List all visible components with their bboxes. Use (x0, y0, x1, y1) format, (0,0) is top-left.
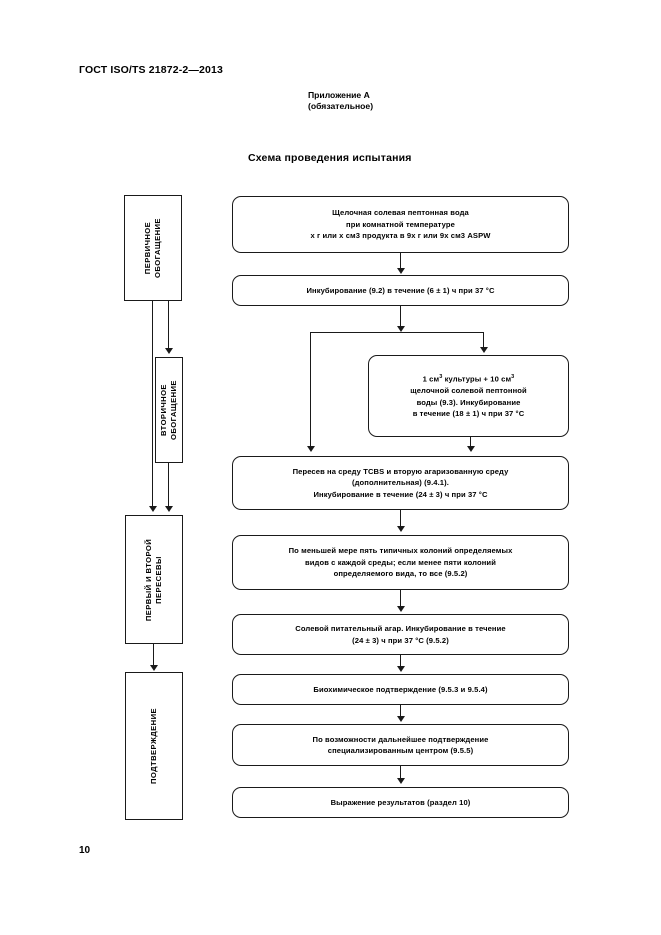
flow-connector-bus-left (310, 332, 312, 447)
node-aspw-line-2: при комнатной температуре (346, 219, 455, 229)
node-saline-nutrient-agar-text: Солевой питательный агар. Инкубирование … (295, 623, 505, 646)
flow-arrowhead-bus-right (480, 347, 488, 353)
flow-arrowhead-bus-left (307, 446, 315, 452)
flow-arrowhead-tcbs-colony (397, 526, 405, 532)
node-biochemical-confirmation: Биохимическое подтверждение (9.5.3 и 9.5… (232, 674, 569, 705)
node-incubation-6h: Инкубирование (9.2) в течение (6 ± 1) ч … (232, 275, 569, 306)
flow-connector-center-results (400, 766, 402, 779)
stage-arrowhead-1 (165, 348, 173, 354)
flow-arrowhead-aspw-incubation (397, 268, 405, 274)
flow-arrowhead-biochemical-center (397, 716, 405, 722)
annex-title: Приложение А (308, 90, 370, 100)
node-colony-selection-text: По меньшей мере пять типичных колоний оп… (289, 545, 513, 579)
stage-arrowhead-2 (149, 506, 157, 512)
flow-arrowhead-culture-tcbs (467, 446, 475, 452)
node-biochemical-confirmation-text: Биохимическое подтверждение (9.5.3 и 9.5… (313, 684, 487, 695)
stage-label-confirmation: ПОДТВЕРЖДЕНИЕ (149, 707, 158, 785)
flow-arrowhead-agar-biochemical (397, 666, 405, 672)
stage-arrowhead-4 (150, 665, 158, 671)
node-specialized-center-text: По возможности дальнейшее подтверждение … (313, 734, 489, 757)
node-culture-transfer-line-3: воды (9.3). Инкубирование (416, 397, 521, 407)
stage-connector-2 (152, 301, 154, 507)
node-colony-selection: По меньшей мере пять типичных колоний оп… (232, 535, 569, 590)
node-saline-nutrient-agar: Солевой питательный агар. Инкубирование … (232, 614, 569, 655)
node-saline-nutrient-agar-line-1: Солевой питательный агар. Инкубирование … (295, 624, 506, 634)
flow-arrowhead-incubation-bus (397, 326, 405, 332)
page-title: Схема проведения испытания (248, 152, 412, 164)
standard-code: ГОСТ ISO/TS 21872-2—2013 (79, 64, 223, 76)
node-incubation-6h-line-1: Инкубирование (9.2) в течение (6 ± 1) ч … (306, 285, 495, 295)
node-culture-transfer-line-4: в течение (18 ± 1) ч при 37 °C (412, 409, 525, 419)
stage-arrowhead-3 (165, 506, 173, 512)
node-tcbs-plating-line-3: Инкубирование в течение (24 ± 3) ч при 3… (313, 489, 488, 499)
node-culture-transfer: 1 см3 культуры + 10 см3 щелочной солевой… (368, 355, 569, 437)
stage-connector-4 (153, 644, 155, 666)
node-results: Выражение результатов (раздел 10) (232, 787, 569, 818)
flow-connector-incubation-bus (400, 306, 402, 328)
flow-arrowhead-center-results (397, 778, 405, 784)
node-tcbs-plating-text: Пересев на среду TCBS и вторую агаризова… (293, 466, 509, 500)
flow-arrowhead-colony-agar (397, 606, 405, 612)
flow-connector-agar-biochemical (400, 655, 402, 667)
node-aspw: Щелочная солевая пептонная вода при комн… (232, 196, 569, 253)
node-saline-nutrient-agar-line-2: (24 ± 3) ч при 37 °C (9.5.2) (352, 635, 449, 645)
stage-confirmation: ПОДТВЕРЖДЕНИЕ (125, 672, 183, 820)
annex-subtitle: (обязательное) (308, 101, 374, 111)
node-tcbs-plating-line-1: Пересев на среду TCBS и вторую агаризова… (292, 466, 509, 476)
node-aspw-text: Щелочная солевая пептонная вода при комн… (310, 207, 490, 241)
node-aspw-line-1: Щелочная солевая пептонная вода (332, 208, 469, 218)
node-culture-transfer-line-1: 1 см3 культуры + 10 см3 (422, 374, 515, 384)
node-specialized-center-line-1: По возможности дальнейшее подтверждение (312, 734, 489, 744)
node-specialized-center-line-2: специализированным центром (9.5.5) (327, 746, 474, 755)
node-colony-selection-line-1: По меньшей мере пять типичных колоний оп… (288, 546, 513, 556)
node-incubation-6h-text: Инкубирование (9.2) в течение (6 ± 1) ч … (306, 285, 494, 296)
node-culture-transfer-line-2: щелочной солевой пептонной (410, 386, 527, 396)
flow-connector-colony-agar (400, 590, 402, 607)
page-number: 10 (79, 845, 91, 856)
flow-split-bus (310, 332, 484, 334)
node-tcbs-plating-line-2: (дополнительная) (9.4.1). (352, 478, 449, 488)
flow-connector-biochemical-center (400, 705, 402, 717)
node-colony-selection-line-3: определяемого вида, то все (9.5.2) (333, 569, 468, 579)
node-aspw-line-3: x г или x см3 продукта в 9x г или 9x см3… (310, 231, 491, 241)
node-tcbs-plating: Пересев на среду TCBS и вторую агаризова… (232, 456, 569, 510)
node-results-text: Выражение результатов (раздел 10) (331, 797, 471, 808)
node-culture-transfer-text: 1 см3 культуры + 10 см3 щелочной солевой… (410, 372, 527, 419)
annex-heading: Приложение А (обязательное) (308, 90, 373, 112)
stage-connector-1 (168, 301, 170, 349)
stage-connector-3 (168, 463, 170, 507)
node-biochemical-confirmation-line-1: Биохимическое подтверждение (9.5.3 и 9.5… (313, 684, 488, 694)
node-specialized-center: По возможности дальнейшее подтверждение … (232, 724, 569, 766)
node-results-line-1: Выражение результатов (раздел 10) (330, 797, 471, 807)
node-colony-selection-line-2: видов с каждой среды; если менее пяти ко… (305, 557, 496, 567)
flow-connector-culture-tcbs (470, 437, 472, 447)
flow-connector-tcbs-colony (400, 510, 402, 527)
flow-connector-aspw-incubation (400, 253, 402, 269)
flow-connector-bus-right (483, 332, 485, 348)
